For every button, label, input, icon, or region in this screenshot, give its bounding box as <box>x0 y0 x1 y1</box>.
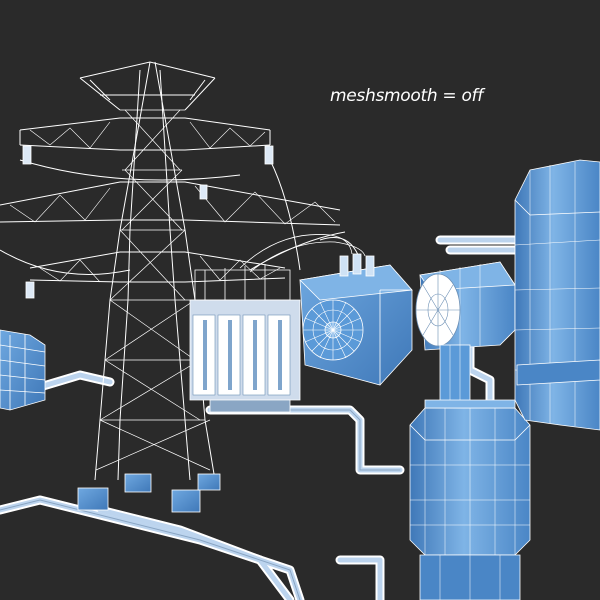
fan-unit <box>415 261 516 351</box>
fan-stalk <box>439 344 471 406</box>
transformer <box>189 264 301 413</box>
caption-text: meshsmooth = off <box>330 86 483 106</box>
left-equipment <box>0 329 46 411</box>
transmission-tower <box>0 61 361 481</box>
tower-footings <box>77 473 221 513</box>
pipes <box>0 235 525 600</box>
insulators <box>22 145 274 299</box>
tank-tall <box>514 159 600 431</box>
fan-housing <box>239 234 413 386</box>
tank-bottom <box>409 399 531 600</box>
